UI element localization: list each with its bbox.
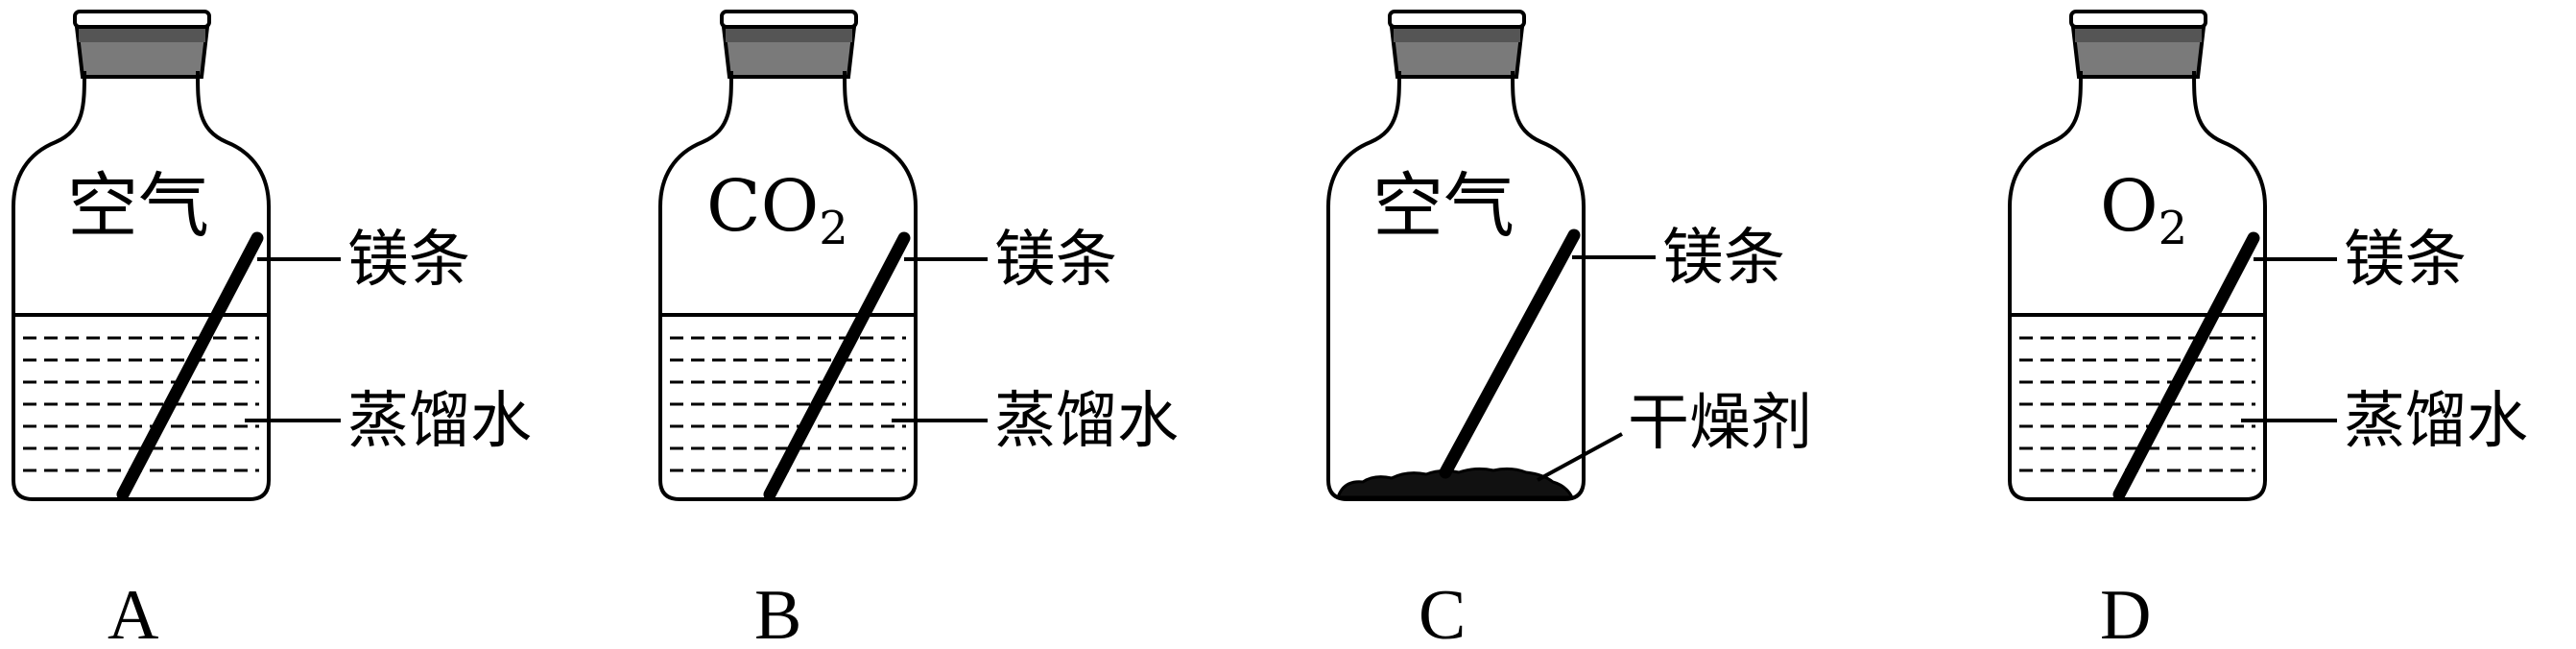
strip-callout: 镁条 — [1662, 223, 1785, 294]
gas-label: 空气 — [1372, 165, 1515, 248]
setup-letter: B — [754, 576, 801, 649]
bottom-callout: 干燥剂 — [1628, 388, 1812, 459]
bottle-outline — [658, 70, 918, 501]
setup-d: O2 镁条 蒸馏水 D — [2008, 10, 2528, 649]
bottle-outline — [1326, 70, 1586, 501]
bottle-stopper — [1388, 10, 1526, 79]
bottom-callout: 蒸馏水 — [347, 386, 532, 457]
strip-callout: 镁条 — [994, 225, 1117, 296]
setup-letter: A — [107, 576, 158, 649]
bottle-stopper — [73, 10, 211, 79]
bottle-outline — [2008, 70, 2267, 501]
gas-label: O2 — [2100, 165, 2187, 255]
setup-c: 空气 镁条 干燥剂 C — [1326, 10, 1812, 649]
bottom-callout: 蒸馏水 — [2344, 386, 2528, 457]
bottle-stopper — [2069, 10, 2207, 79]
magnesium-strip — [116, 231, 264, 501]
strip-callout: 镁条 — [347, 225, 470, 296]
magnesium-strip — [2112, 231, 2260, 501]
magnesium-strip — [763, 231, 911, 501]
setup-letter: D — [2100, 576, 2151, 649]
gas-label: 空气 — [67, 165, 209, 248]
bottom-callout: 蒸馏水 — [994, 386, 1179, 457]
gas-label: CO2 — [706, 165, 848, 255]
bottle-outline — [12, 70, 271, 501]
bottle-stopper — [720, 10, 858, 79]
setup-letter: C — [1419, 576, 1466, 649]
setup-b: CO2 镁条 蒸馏水 B — [658, 10, 1179, 649]
desiccant-pile — [1335, 467, 1575, 499]
strip-callout: 镁条 — [2344, 225, 2467, 296]
magnesium-strip — [1439, 228, 1581, 479]
bottom-callout-line — [1537, 432, 1623, 482]
setup-a: 空气 镁条 蒸馏水 A — [12, 10, 532, 649]
